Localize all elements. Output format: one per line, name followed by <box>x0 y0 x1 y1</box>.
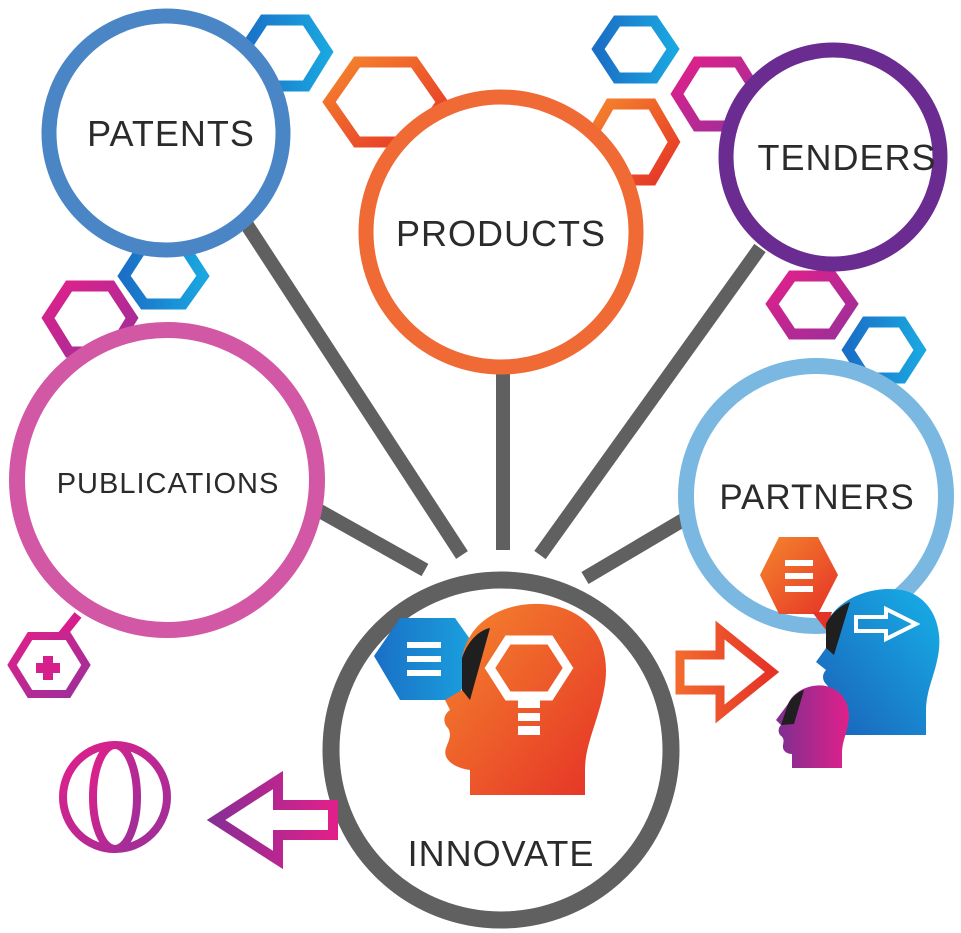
node-tenders-label: TENDERS <box>757 137 936 178</box>
hexagon-icon <box>765 270 859 340</box>
node-patents: PATENTS <box>41 8 291 258</box>
arrow-left-icon <box>206 770 338 870</box>
connector-patents <box>239 218 468 559</box>
node-innovate: INNOVATE <box>322 571 680 929</box>
arrow-right-small-icon <box>854 605 921 643</box>
plus-icon-bar <box>36 663 60 673</box>
node-products: PRODUCTS <box>358 89 644 375</box>
node-partners: PARTNERS <box>678 358 954 634</box>
node-patents-label: PATENTS <box>87 113 255 154</box>
node-products-ring <box>358 89 644 375</box>
lightbulb-head-icon <box>444 603 606 795</box>
node-partners-label: PARTNERS <box>719 478 914 517</box>
node-publications: PUBLICATIONS <box>9 322 325 638</box>
node-products-label: PRODUCTS <box>396 213 606 254</box>
node-tenders: TENDERS <box>718 42 948 272</box>
connector-tenders <box>534 243 766 560</box>
connector-publications <box>314 503 429 577</box>
speech-bubble-orange-icon <box>760 537 838 630</box>
node-partners-ring <box>678 358 954 634</box>
plus-badge <box>7 612 91 698</box>
node-innovate-label: INNOVATE <box>408 833 595 874</box>
hexagon-icon <box>591 15 680 84</box>
listening-heads-icon <box>760 537 940 768</box>
hexagon-icon <box>841 316 927 384</box>
node-publications-ring <box>9 322 325 638</box>
globe-icon <box>59 741 171 853</box>
arrow-right-icon <box>675 620 780 724</box>
node-tenders-ring <box>718 42 948 272</box>
node-publications-label: PUBLICATIONS <box>57 468 280 500</box>
node-patents-ring <box>41 8 291 258</box>
